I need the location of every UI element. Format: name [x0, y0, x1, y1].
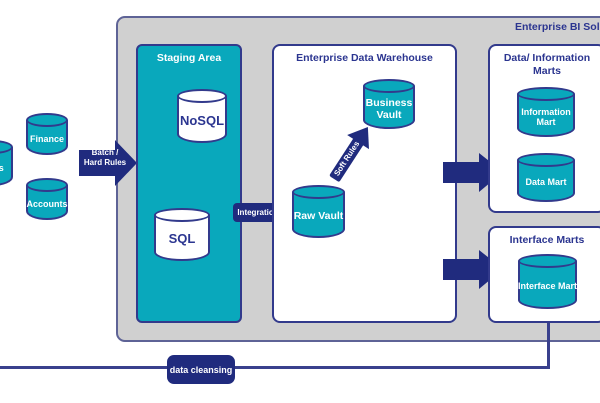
- cylinder-business-vault: Business Vault: [363, 79, 415, 129]
- cylinder-body: [363, 86, 415, 129]
- cylinder-data-mart: Data Mart: [517, 153, 575, 202]
- cylinder-body: [517, 160, 575, 202]
- cylinder-cap: [517, 153, 575, 167]
- cylinder-body: [518, 261, 577, 309]
- arrow-shaft: [443, 259, 480, 280]
- cylinder-cap: [292, 185, 345, 199]
- cylinder-cap: [154, 208, 210, 222]
- arrow-shaft: [233, 203, 283, 222]
- interface-marts-title: Interface Marts: [509, 234, 585, 246]
- arrow-shaft: [79, 150, 116, 176]
- cylinder-nosql-label: NoSQL: [179, 112, 225, 128]
- cylinder-finance-label: Finance: [29, 133, 64, 144]
- batch-hard-rules-label: Batch / Hard Rules: [79, 148, 131, 168]
- cylinder-body: [177, 96, 227, 143]
- cylinder-body: [26, 185, 68, 220]
- cylinder-interface-mart-label: Interface Mart: [517, 281, 578, 292]
- edw-title: Enterprise Data Warehouse: [296, 52, 433, 64]
- arrow-head: [115, 140, 137, 186]
- cylinder-cap: [517, 87, 575, 101]
- interface-mart-connector-line: [547, 323, 550, 369]
- batch-label-line1: Batch /: [91, 148, 119, 157]
- data-information-marts-title: Data/ Information Marts: [503, 52, 591, 77]
- batch-label-line2: Hard Rules: [83, 158, 127, 167]
- cylinder-sales: Sales: [0, 140, 13, 186]
- cylinder-information-mart-label: Information Mart: [521, 106, 571, 127]
- cylinder-nosql: NoSQL: [177, 89, 227, 143]
- cylinder-raw-vault-label: Raw Vault: [293, 210, 344, 223]
- cylinder-cap: [363, 79, 415, 93]
- staging-area-title: Staging Area: [156, 52, 222, 64]
- cylinder-accounts-label: Accounts: [26, 198, 68, 209]
- cylinder-raw-vault: Raw Vault: [292, 185, 345, 238]
- data-cleansing-badge: data cleansing: [167, 355, 235, 384]
- cylinder-cap: [26, 178, 68, 192]
- cylinder-business-vault-label: Business Vault: [365, 96, 413, 121]
- cylinder-interface-mart: Interface Mart: [518, 254, 577, 309]
- cylinder-cap: [177, 89, 227, 103]
- cylinder-accounts: Accounts: [26, 178, 68, 220]
- cylinder-data-mart-label: Data Mart: [525, 177, 567, 188]
- cylinder-sql: SQL: [154, 208, 210, 261]
- batch-hard-rules-arrow-icon: Batch / Hard Rules: [79, 140, 137, 186]
- cylinder-cap: [26, 113, 68, 127]
- cylinder-sql-label: SQL: [168, 231, 196, 247]
- cylinder-cap: [518, 254, 577, 268]
- cylinder-body: [154, 215, 210, 261]
- arrow-shaft: [443, 162, 480, 183]
- cylinder-sales-label: Sales: [0, 162, 4, 173]
- cylinder-body: [292, 192, 345, 238]
- cylinder-finance: Finance: [26, 113, 68, 155]
- integration-label: Integration: [237, 208, 279, 217]
- cylinder-information-mart: Information Mart: [517, 87, 575, 137]
- diagram-title: Enterprise BI Solution: [515, 21, 600, 33]
- cylinder-body: [517, 94, 575, 137]
- staging-area-box: Staging Area: [136, 44, 242, 323]
- data-cleansing-line: [0, 366, 550, 369]
